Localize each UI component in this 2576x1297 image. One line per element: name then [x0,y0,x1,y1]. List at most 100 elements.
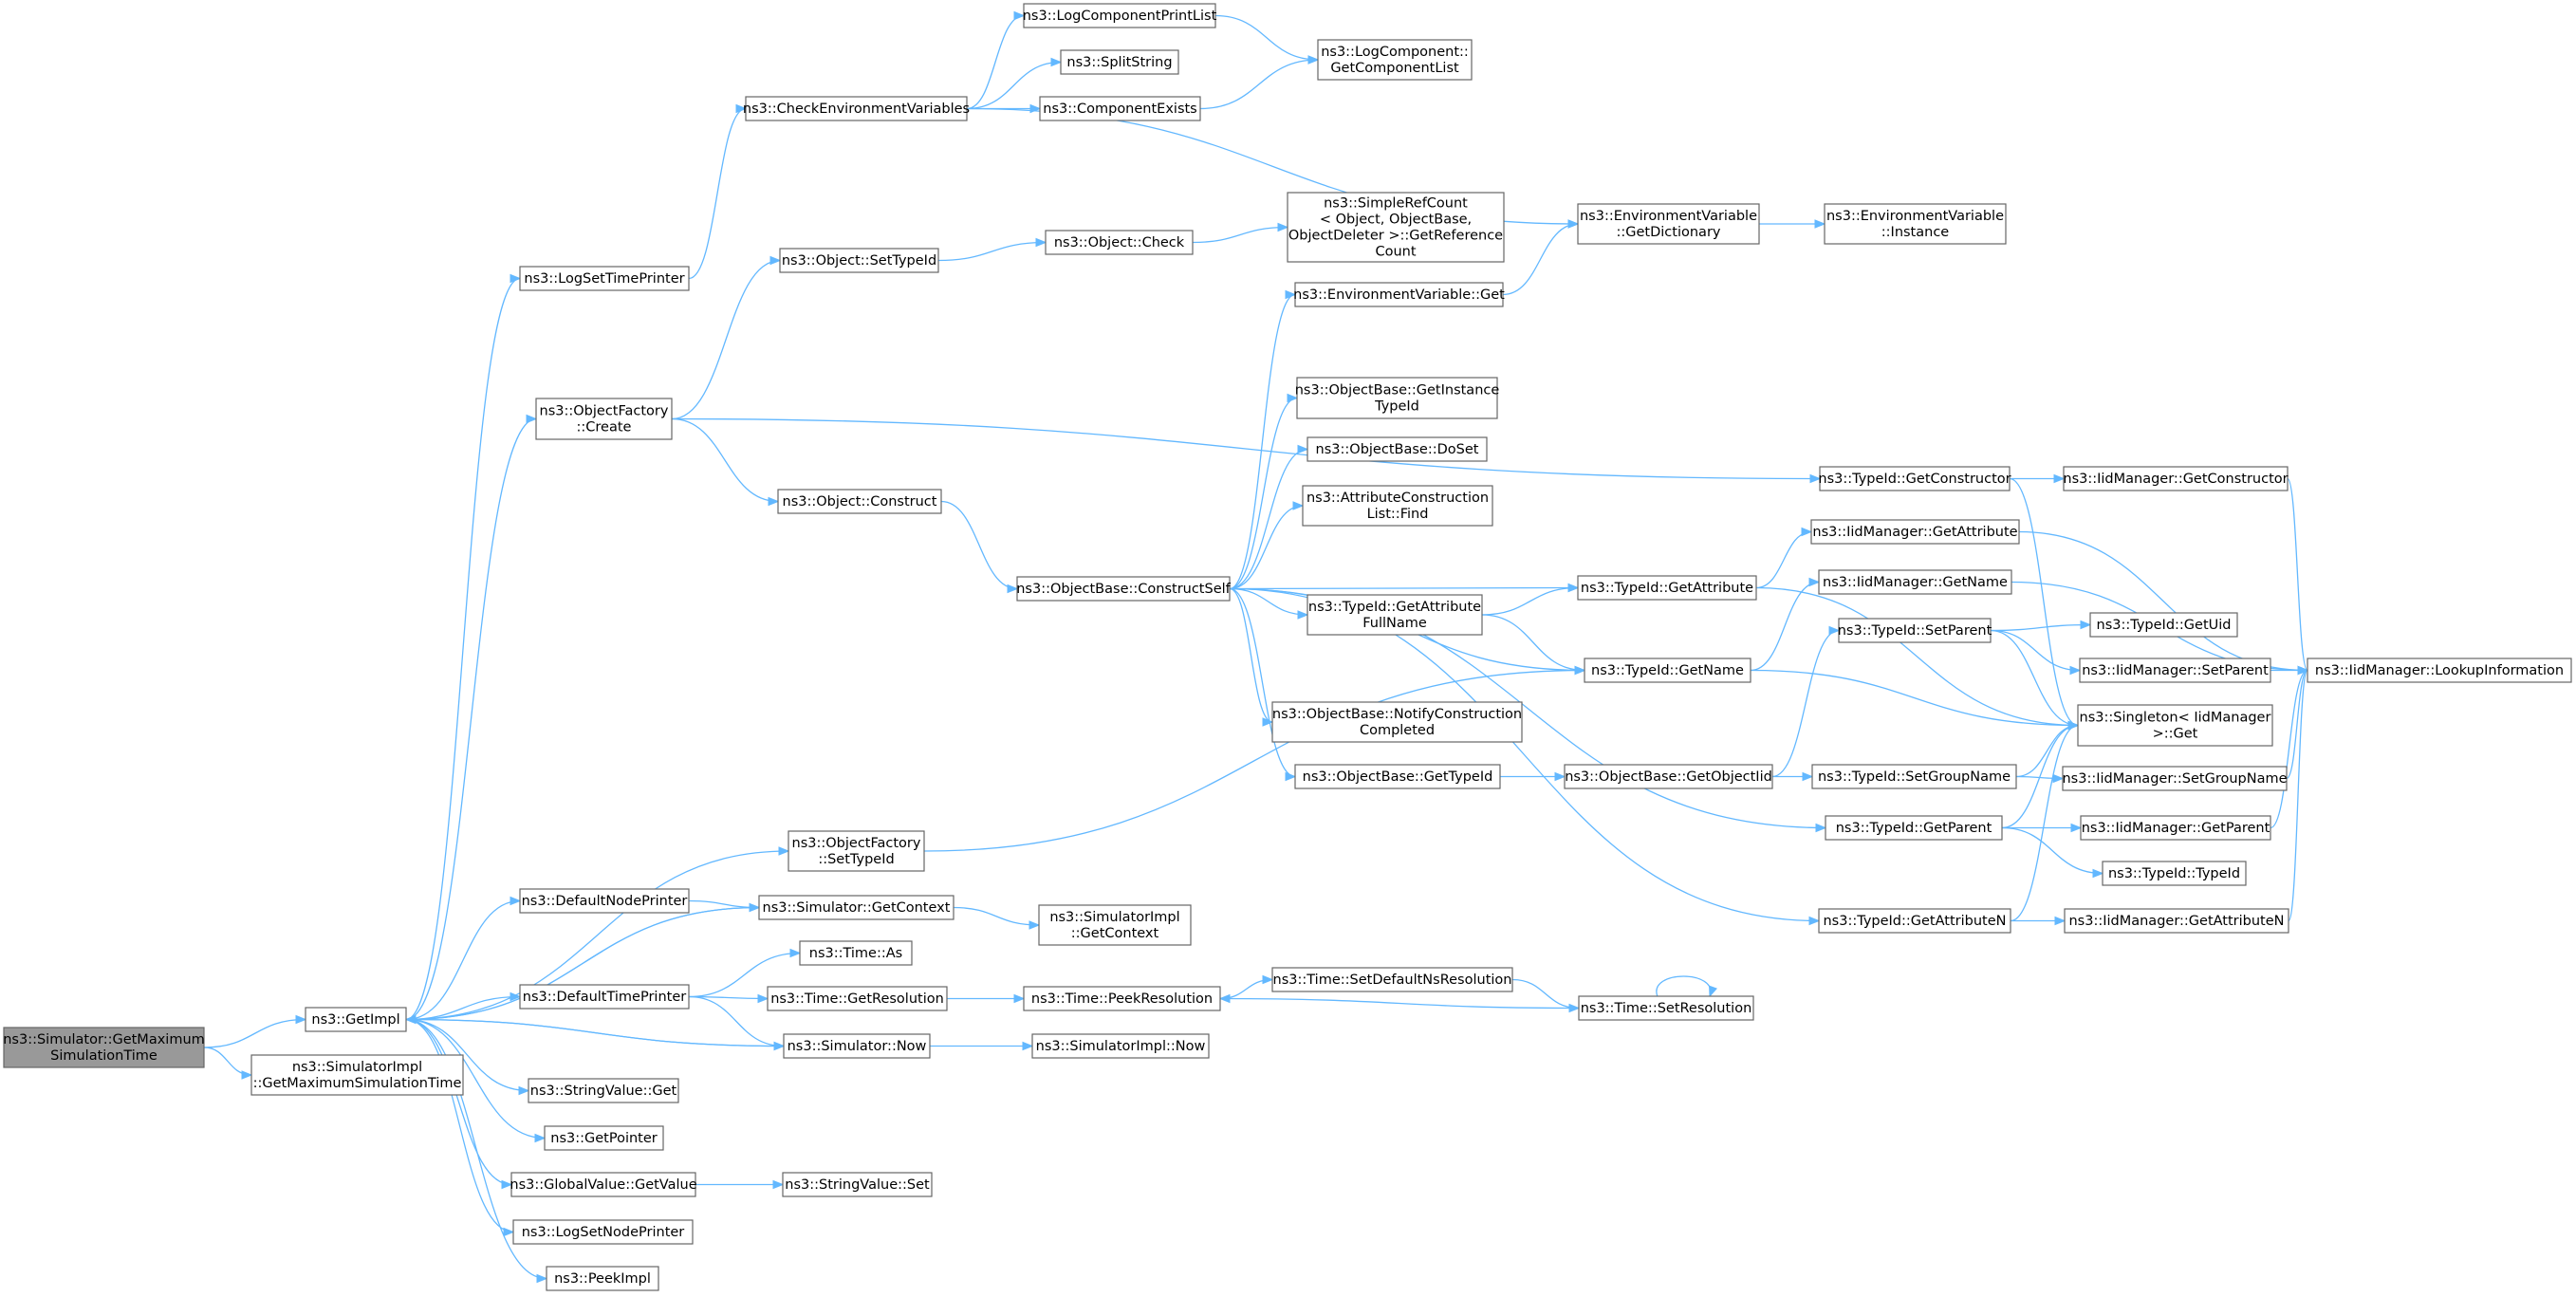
node-iid-get-constructor[interactable]: ns3::IidManager::GetConstructor [2063,466,2289,491]
node-obj-base-get-type-id[interactable]: ns3::ObjectBase::GetTypeId [1294,764,1501,789]
node-root[interactable]: ns3::Simulator::GetMaximumSimulationTime [3,1027,205,1068]
node-label: ns3::AttributeConstruction [1307,491,1489,506]
node-label: ns3::IidManager::GetAttribute [1812,525,2017,540]
edge-line [1229,448,1308,590]
node-type-id-set-group-name[interactable]: ns3::TypeId::SetGroupName [1811,764,2017,789]
edge-iid-get-parent-to-iid-lookup-information [2270,665,2309,829]
edge-arrowhead [2054,916,2066,926]
node-iid-get-name[interactable]: ns3::IidManager::GetName [1818,569,2012,595]
node-log-component-get-list[interactable]: ns3::LogComponent::GetComponentList [1317,39,1473,81]
node-get-impl[interactable]: ns3::GetImpl [305,1007,407,1032]
edge-line [671,417,1821,480]
node-sim-impl-get-context[interactable]: ns3::SimulatorImpl::GetContext [1038,904,1192,946]
node-iid-get-attribute[interactable]: ns3::IidManager::GetAttribute [1810,519,2020,545]
node-type-id-set-parent[interactable]: ns3::TypeId::SetParent [1838,618,1992,643]
edge-line [1990,629,2081,672]
node-log-set-node-printer[interactable]: ns3::LogSetNodePrinter [512,1219,694,1245]
node-iid-lookup-information[interactable]: ns3::IidManager::LookupInformation [2307,658,2572,683]
edge-arrowhead [1307,55,1320,65]
node-iid-set-group-name[interactable]: ns3::IidManager::SetGroupName [2062,766,2288,791]
edge-line [1229,293,1296,590]
edge-arrowhead [1828,625,1841,636]
node-label: ns3::GetImpl [311,1012,399,1028]
node-box [1578,995,1754,1021]
node-time-set-resolution[interactable]: ns3::Time::SetResolution [1578,995,1754,1021]
node-simulator-now[interactable]: ns3::Simulator::Now [783,1033,931,1059]
node-type-id-get-attribute[interactable]: ns3::TypeId::GetAttribute [1577,575,1757,601]
node-notify-construction[interactable]: ns3::ObjectBase::NotifyConstructionCompl… [1271,701,1523,743]
node-label: ns3::Simulator::GetMaximum [3,1032,205,1047]
node-time-set-default-ns-resolution[interactable]: ns3::Time::SetDefaultNsResolution [1271,967,1513,992]
node-sim-impl-get-max[interactable]: ns3::SimulatorImpl::GetMaximumSimulation… [250,1054,464,1096]
node-type-id-get-attribute-n[interactable]: ns3::TypeId::GetAttributeN [1818,908,2011,934]
node-log-component-print-list[interactable]: ns3::LogComponentPrintList [1023,3,1217,28]
node-get-object-iid[interactable]: ns3::ObjectBase::GetObjectIid [1564,764,1773,789]
node-label: ::Create [577,420,632,435]
node-box [535,398,673,440]
node-label: ns3::IidManager::GetAttributeN [2068,914,2284,929]
node-peek-impl[interactable]: ns3::PeekImpl [546,1266,659,1291]
node-iid-get-attribute-n[interactable]: ns3::IidManager::GetAttributeN [2064,908,2289,934]
node-construct-self[interactable]: ns3::ObjectBase::ConstructSelf [1016,576,1232,602]
node-label: List::Find [1367,507,1429,522]
node-time-peek-resolution[interactable]: ns3::Time::PeekResolution [1023,986,1221,1011]
edge-type-id-get-attribute-to-iid-get-attribute [1755,527,1813,589]
node-env-instance[interactable]: ns3::EnvironmentVariable::Instance [1824,203,2007,245]
edge-arrowhead [526,414,538,424]
node-type-id-get-name[interactable]: ns3::TypeId::GetName [1584,658,1751,683]
node-check-env[interactable]: ns3::CheckEnvironmentVariables [743,96,970,121]
node-iid-set-parent[interactable]: ns3::IidManager::SetParent [2079,658,2271,683]
edge-arrowhead [1262,717,1274,727]
edge-root-to-get-impl [203,1014,307,1048]
node-type-id-get-parent[interactable]: ns3::TypeId::GetParent [1825,815,2003,841]
node-string-value-get[interactable]: ns3::StringValue::Get [528,1078,679,1103]
node-label: ns3::IidManager::GetConstructor [2063,472,2288,487]
node-type-id-get-uid[interactable]: ns3::TypeId::GetUid [2089,612,2238,638]
node-global-value-get-value[interactable]: ns3::GlobalValue::GetValue [510,1172,697,1197]
node-object-set-type-id[interactable]: ns3::Object::SetTypeId [779,248,939,273]
node-string-value-set[interactable]: ns3::StringValue::Set [782,1172,933,1197]
node-singleton-get[interactable]: ns3::Singleton< IidManager>::Get [2077,704,2273,747]
node-type-id-type-id[interactable]: ns3::TypeId::TypeId [2102,861,2247,886]
edge-line [2010,724,2079,922]
edge-line [405,417,537,1021]
node-box [1060,49,1179,75]
node-component-exists[interactable]: ns3::ComponentExists [1039,96,1201,121]
node-object-factory-create[interactable]: ns3::ObjectFactory::Create [535,398,673,440]
node-box [519,888,690,914]
node-iid-get-parent[interactable]: ns3::IidManager::GetParent [2080,815,2271,841]
node-type-id-get-constructor[interactable]: ns3::TypeId::GetConstructor [1818,466,2011,491]
node-sim-impl-now[interactable]: ns3::SimulatorImpl::Now [1031,1033,1210,1059]
node-get-pointer[interactable]: ns3::GetPointer [544,1125,664,1151]
node-default-node-printer[interactable]: ns3::DefaultNodePrinter [519,888,690,914]
node-do-set[interactable]: ns3::ObjectBase::DoSet [1307,436,1488,462]
node-time-get-resolution[interactable]: ns3::Time::GetResolution [767,986,948,1011]
edge-type-id-get-name-to-iid-get-name [1750,577,1821,672]
node-label: ns3::Singleton< IidManager [2080,711,2271,726]
node-box [519,984,690,1010]
edge-arrowhead [534,1133,547,1143]
node-box [1819,466,2011,491]
node-simulator-get-context[interactable]: ns3::Simulator::GetContext [758,895,954,920]
node-log-set-time-printer[interactable]: ns3::LogSetTimePrinter [519,266,690,291]
node-split-string[interactable]: ns3::SplitString [1060,49,1179,75]
node-object-factory-set-type-id[interactable]: ns3::ObjectFactory::SetTypeId [788,830,925,872]
edge-arrowhead [501,1179,513,1190]
node-box [2063,466,2289,491]
node-simple-ref-count[interactable]: ns3::SimpleRefCount< Object, ObjectBase,… [1287,192,1505,263]
node-time-as[interactable]: ns3::Time::As [799,940,913,966]
node-object-check[interactable]: ns3::Object::Check [1045,230,1194,255]
node-label: ns3::ObjectFactory [540,404,669,419]
node-box [1016,576,1231,602]
node-env-get-dictionary[interactable]: ns3::EnvironmentVariable::GetDictionary [1577,203,1760,245]
node-object-construct[interactable]: ns3::Object::Construct [777,489,942,514]
edge-time-set-resolution-to-time-peek-resolution [1218,993,1580,1010]
edge-arrowhead [510,273,522,284]
edge-arrowhead [241,1070,253,1080]
edge-arrowhead [2053,473,2066,484]
node-env-get[interactable]: ns3::EnvironmentVariable::Get [1293,282,1505,307]
node-default-time-printer[interactable]: ns3::DefaultTimePrinter [519,984,690,1010]
